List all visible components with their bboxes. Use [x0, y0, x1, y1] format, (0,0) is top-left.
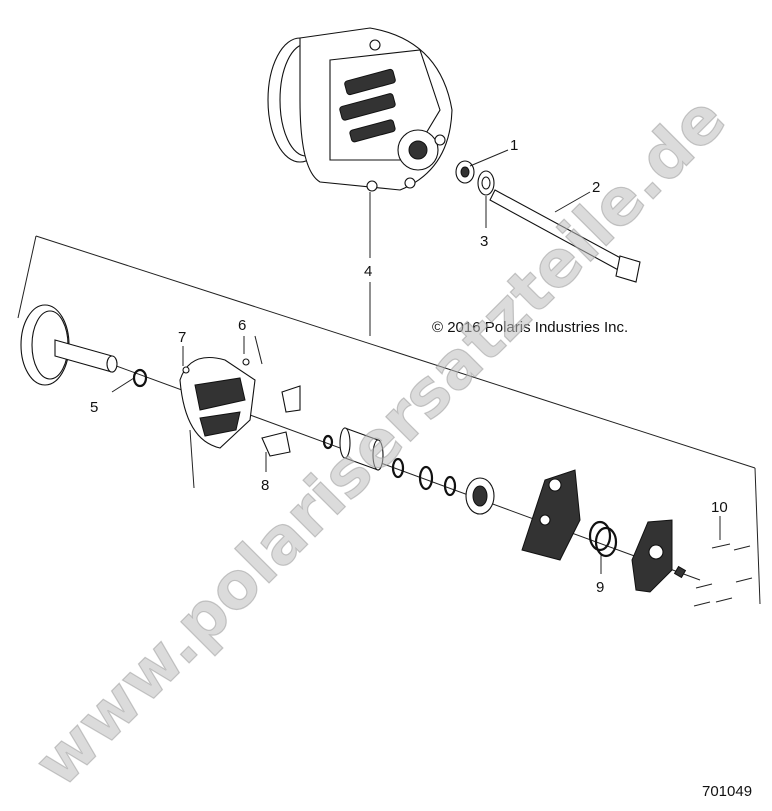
weight-part — [261, 385, 301, 457]
spring-part — [588, 520, 618, 558]
clutch-assembly — [267, 27, 453, 192]
spider-part — [179, 335, 263, 489]
screw-set-part — [673, 543, 753, 607]
callout-1: 1 — [510, 137, 518, 154]
o-ring-part-4 — [443, 475, 457, 497]
o-ring-part-2 — [391, 457, 405, 479]
washer-part — [477, 170, 495, 196]
cover-part — [521, 469, 581, 561]
end-plate-part — [631, 519, 673, 593]
o-ring-part — [132, 368, 148, 388]
callout-6: 6 — [238, 317, 246, 334]
watermark-text: www.polarisersatzteile.de — [21, 82, 740, 801]
bushing-part — [339, 427, 384, 471]
callout-2: 2 — [592, 179, 600, 196]
callout-7: 7 — [178, 329, 186, 346]
callout-9: 9 — [596, 579, 604, 596]
callout-4: 4 — [364, 263, 372, 280]
bearing-part — [465, 477, 495, 515]
drawing-number: 701049 — [702, 783, 752, 800]
callout-5: 5 — [90, 399, 98, 416]
nut-part — [455, 160, 475, 184]
callout-labels: 1 2 3 4 5 6 7 8 9 10 — [90, 137, 728, 596]
fixed-sheave-part — [20, 304, 118, 386]
bolt-part — [489, 189, 641, 283]
callout-8: 8 — [261, 477, 269, 494]
copyright-notice: © 2016 Polaris Industries Inc. — [432, 319, 628, 336]
exploded-parts — [20, 304, 753, 607]
callout-3: 3 — [480, 233, 488, 250]
o-ring-part-3 — [418, 465, 434, 491]
callout-10: 10 — [711, 499, 728, 516]
spacer-ring-part — [322, 434, 334, 450]
